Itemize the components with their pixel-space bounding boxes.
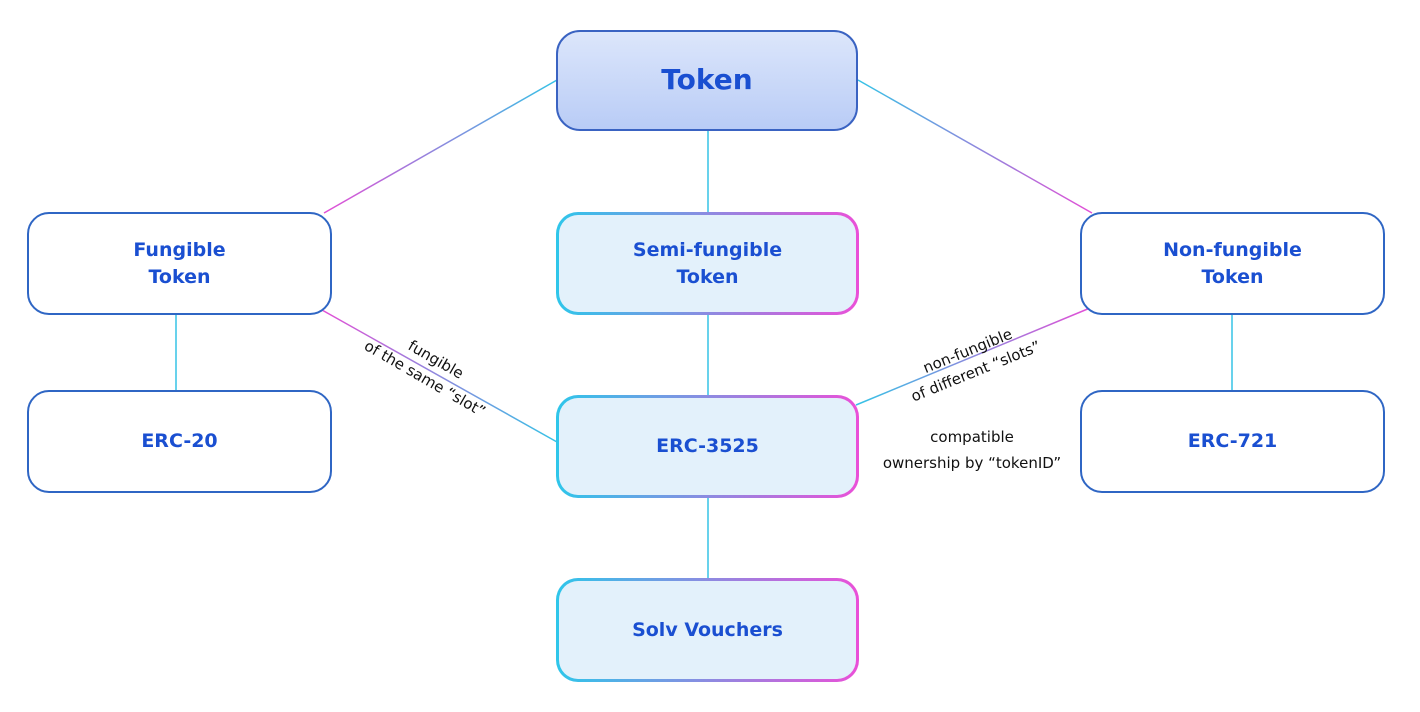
node-non-fungible-token-label: Non-fungible Token bbox=[1163, 239, 1302, 288]
node-erc20: ERC-20 bbox=[27, 390, 332, 493]
edge-token-fungible bbox=[323, 79, 558, 214]
label-compatible-line1: compatible bbox=[930, 428, 1014, 446]
node-solv-vouchers-label: Solv Vouchers bbox=[632, 618, 783, 641]
label-compatible-line2: ownership by “tokenID” bbox=[882, 454, 1062, 473]
node-erc3525: ERC-3525 bbox=[556, 395, 859, 498]
node-erc721: ERC-721 bbox=[1080, 390, 1385, 493]
node-erc721-label: ERC-721 bbox=[1187, 430, 1278, 453]
edge-fungible-erc3525 bbox=[321, 309, 558, 443]
edge-erc3525-nonfungible bbox=[855, 307, 1091, 406]
node-erc20-label: ERC-20 bbox=[141, 430, 218, 453]
node-erc3525-label: ERC-3525 bbox=[656, 435, 759, 458]
node-solv-vouchers: Solv Vouchers bbox=[556, 578, 859, 682]
node-semi-fungible-token: Semi-fungible Token bbox=[556, 212, 859, 315]
edge-token-nonfungible bbox=[857, 79, 1093, 214]
node-semi-fungible-token-label: Semi-fungible Token bbox=[632, 239, 783, 288]
node-fungible-token-label: Fungible Token bbox=[133, 239, 226, 288]
node-fungible-token: Fungible Token bbox=[27, 212, 332, 315]
label-compatible-tokenid: compatible ownership by “tokenID” bbox=[872, 424, 1072, 477]
node-token: Token bbox=[556, 30, 858, 131]
node-non-fungible-token: Non-fungible Token bbox=[1080, 212, 1385, 315]
node-token-label: Token bbox=[661, 63, 753, 97]
